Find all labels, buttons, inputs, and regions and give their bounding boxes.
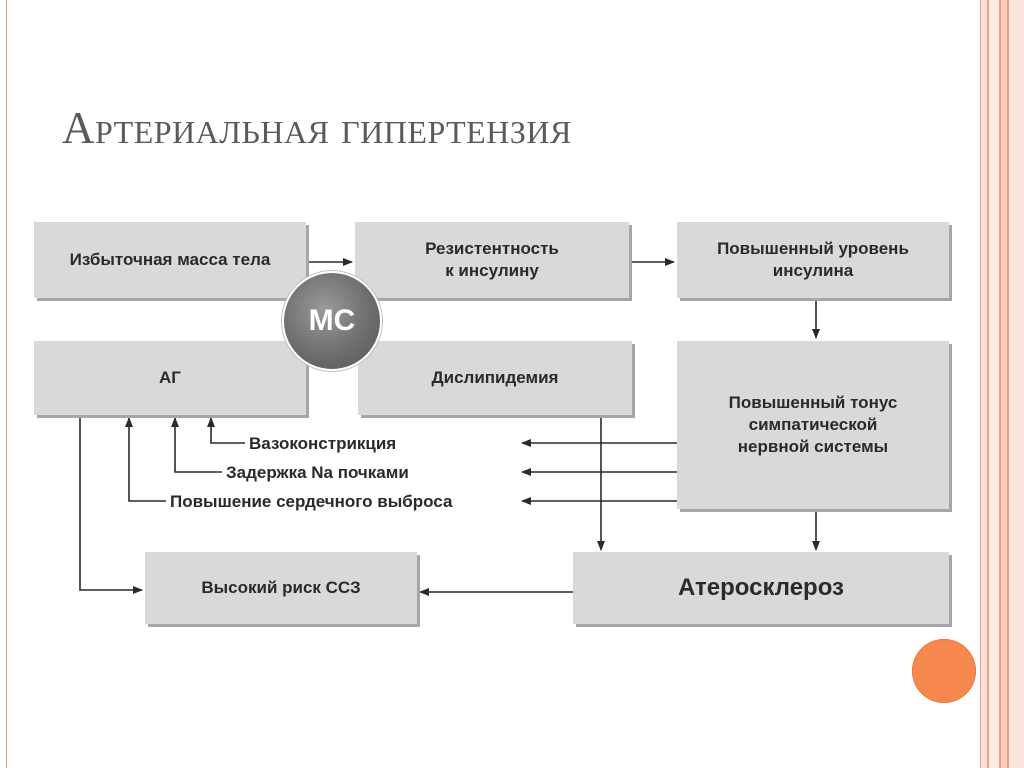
box-sympathetic-tone-line2: симпатической xyxy=(748,414,878,434)
box-high-insulin: Повышенный уровень инсулина xyxy=(677,222,949,298)
arrow-ag-to-risk xyxy=(79,418,143,594)
metabolic-syndrome-badge: МС xyxy=(282,271,382,371)
metabolic-syndrome-badge-label: МС xyxy=(308,304,356,337)
box-high-insulin-line1: Повышенный уровень xyxy=(717,238,909,258)
box-dyslipidemia: Дислипидемия xyxy=(358,341,632,415)
arrow-vasoconstriction-to-ag xyxy=(207,417,245,444)
box-high-cvd-risk: Высокий риск ССЗ xyxy=(145,552,417,624)
box-insulin-resistance-line2: к инсулину xyxy=(445,261,539,280)
box-sympathetic-tone: Повышенный тонус симпатической нервной с… xyxy=(677,341,949,509)
decorative-side-stripes xyxy=(981,0,1024,768)
box-high-cvd-risk-label: Высокий риск ССЗ xyxy=(201,577,361,597)
box-sympathetic-tone-line1: Повышенный тонус xyxy=(728,392,898,412)
box-insulin-resistance: Резистентность к инсулину xyxy=(355,222,629,298)
arrow-sodium-to-ag xyxy=(171,417,222,473)
box-atherosclerosis: Атеросклероз xyxy=(573,552,949,624)
stripe xyxy=(1007,0,1009,768)
box-high-insulin-line2: инсулина xyxy=(772,261,854,280)
label-sodium-retention: Задержка Na почками xyxy=(226,463,409,482)
box-excess-weight-label: Избыточная масса тела xyxy=(69,249,271,269)
stripe xyxy=(989,0,999,768)
stripe xyxy=(999,0,1001,768)
box-sympathetic-tone-line3: нервной системы xyxy=(737,437,889,457)
box-ag-label: АГ xyxy=(159,367,181,387)
stripe xyxy=(987,0,989,768)
orange-accent-dot xyxy=(912,639,976,703)
box-atherosclerosis-label: Атеросклероз xyxy=(678,574,844,602)
arrow-output-to-ag xyxy=(125,417,166,502)
slide-title: Артериальная гипертензия xyxy=(62,103,572,153)
box-insulin-resistance-line1: Резистентность xyxy=(425,238,559,258)
label-vasoconstriction: Вазоконстрикция xyxy=(249,434,397,453)
stripe xyxy=(1009,0,1024,768)
stripe xyxy=(1001,0,1007,768)
box-excess-weight: Избыточная масса тела xyxy=(34,222,306,298)
stripe xyxy=(981,0,987,768)
label-cardiac-output: Повышение сердечного выброса xyxy=(170,492,453,511)
slide-frame xyxy=(6,0,981,768)
box-ag: АГ xyxy=(34,341,306,415)
box-dyslipidemia-label: Дислипидемия xyxy=(431,367,559,387)
